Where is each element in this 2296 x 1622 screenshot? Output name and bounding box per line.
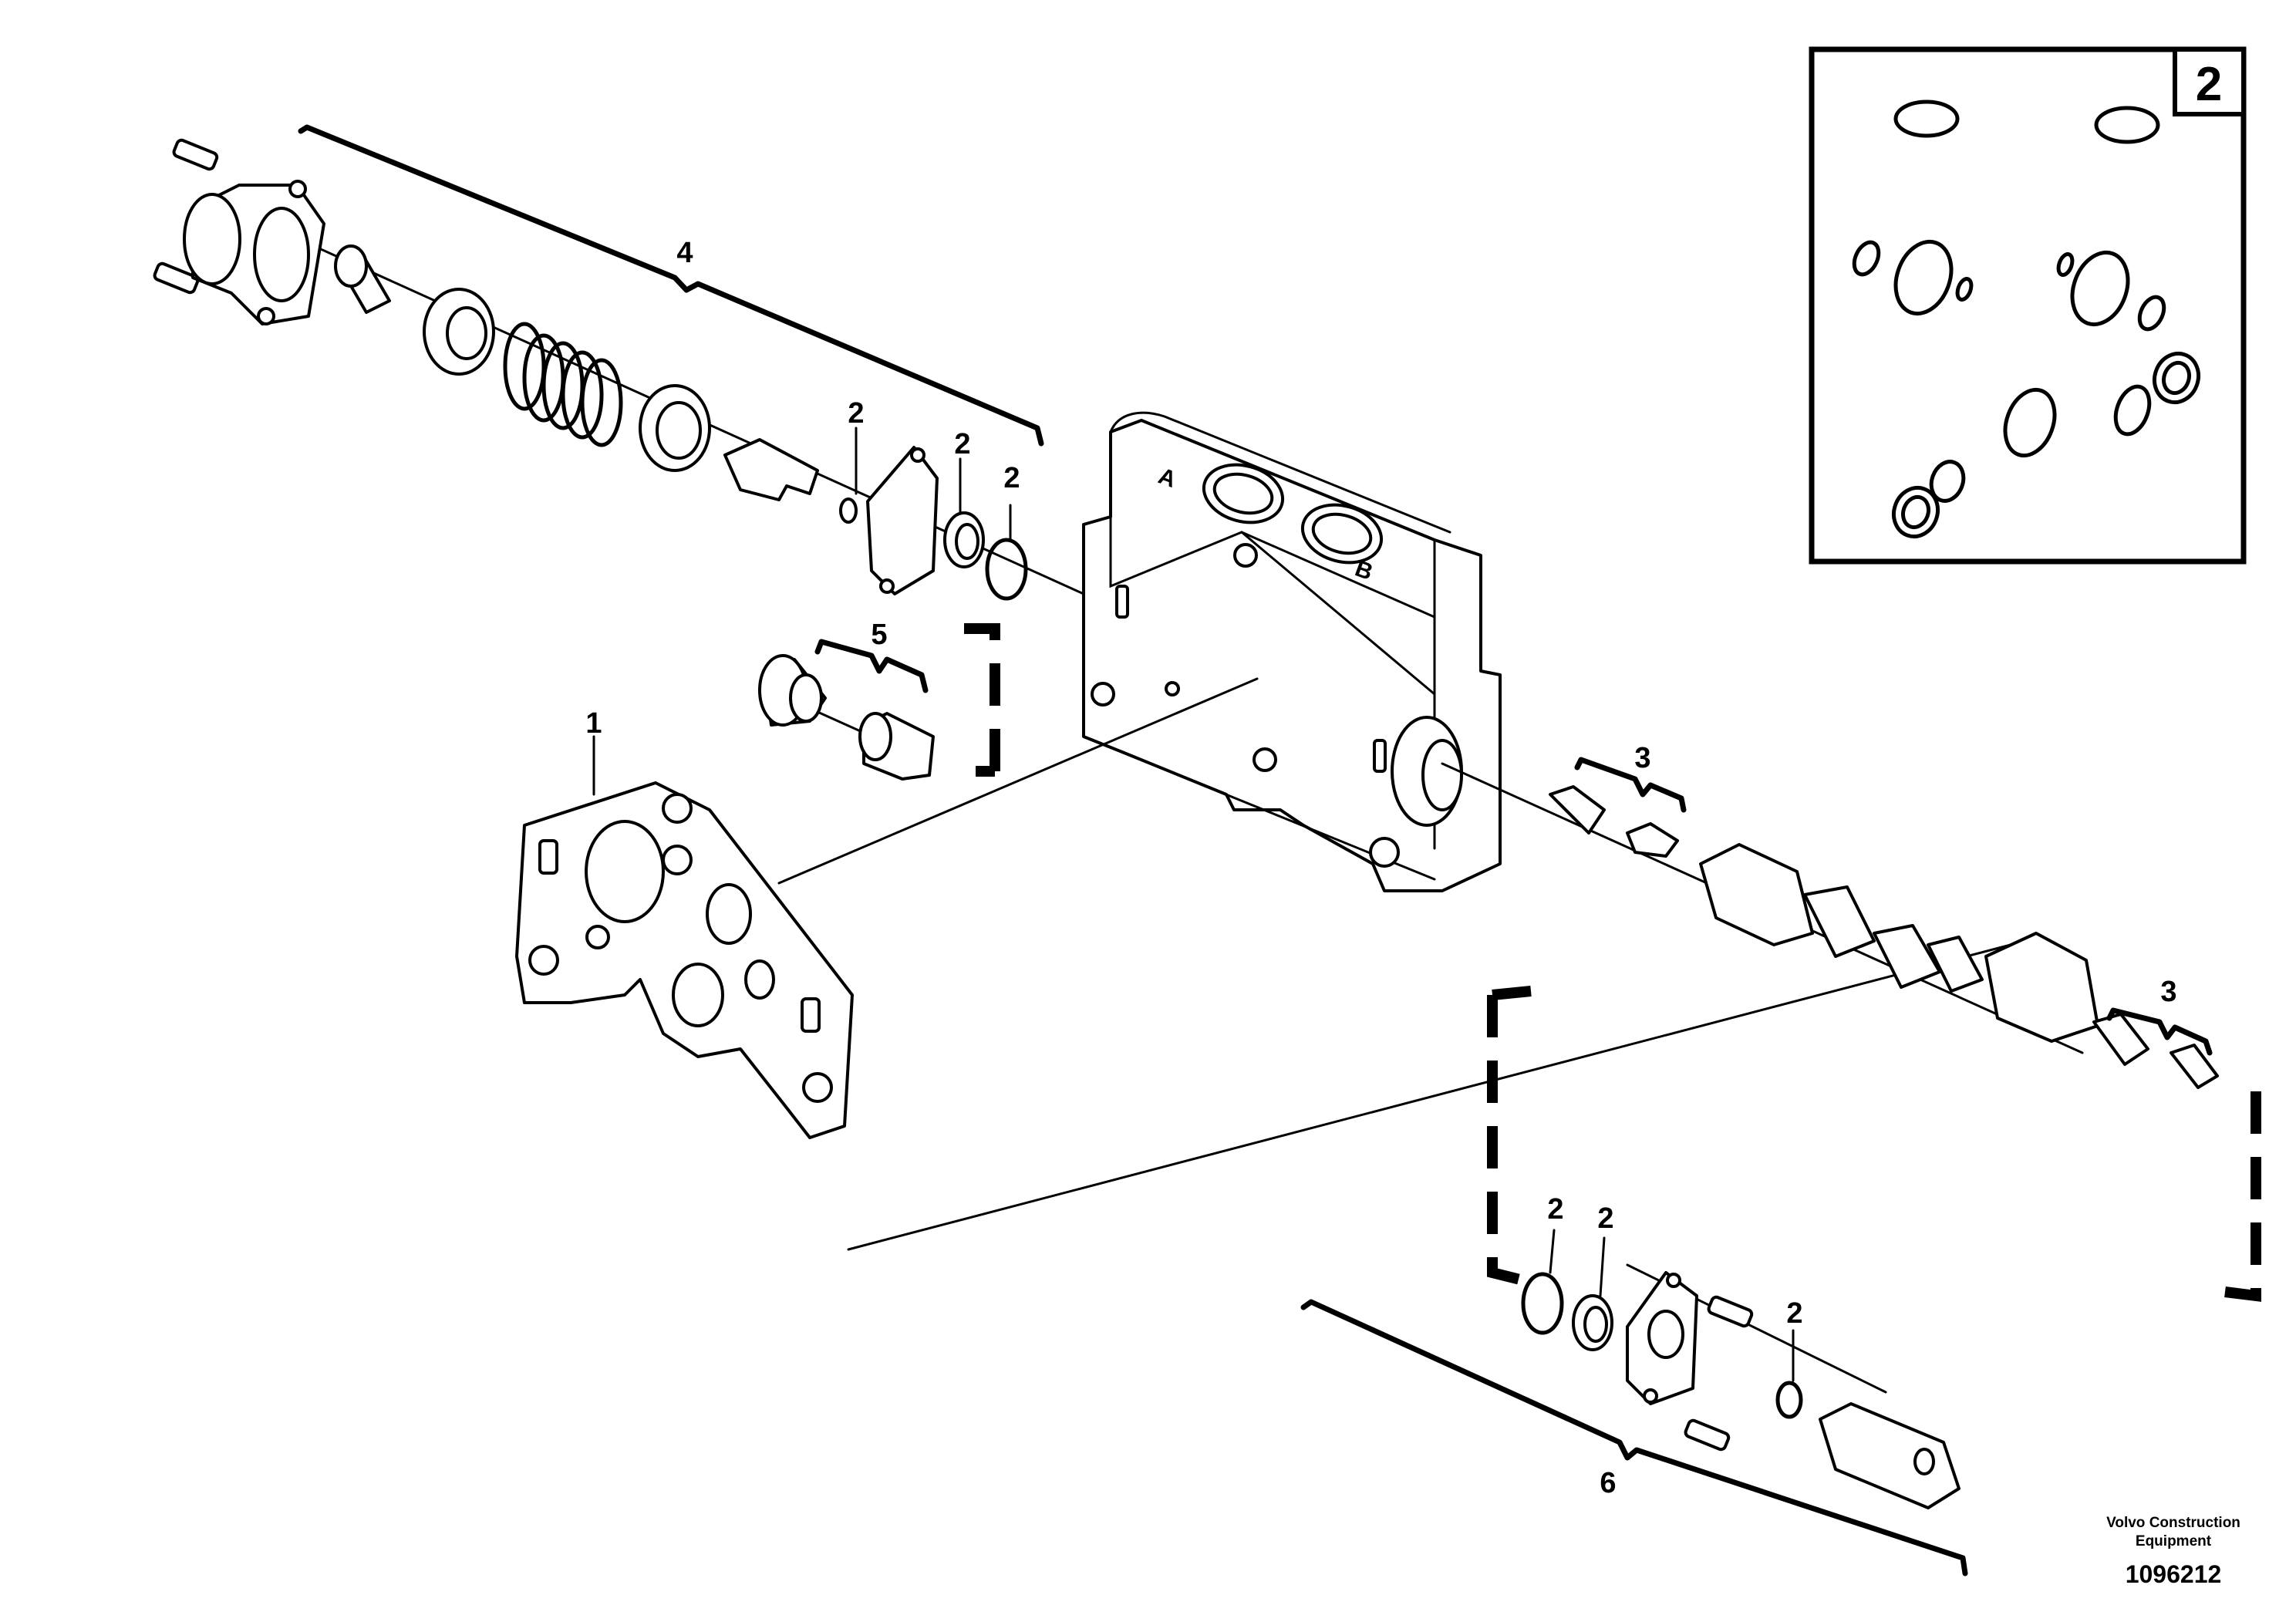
callout-2-a: 2 [848,397,864,430]
callout-3-a: 3 [1634,742,1650,774]
callout-6: 6 [1600,1467,1616,1499]
callout-2-d: 2 [1547,1193,1563,1226]
group-brackets [298,124,2213,1576]
document-id: 1096212 [2126,1560,2222,1588]
callout-2-f: 2 [1786,1297,1802,1330]
inset-number: 2 [2196,58,2222,111]
bracket-4 [298,124,1044,447]
callout-2-e: 2 [1597,1202,1613,1235]
callout-2-c: 2 [1003,462,1020,494]
spool-cap-assembly [153,138,1028,601]
callouts: 1 2 2 2 2 2 2 3 3 4 5 6 [585,237,2176,1499]
bracket-5 [814,639,929,693]
check-valve-assembly [758,654,935,781]
callout-4: 4 [676,237,693,269]
inset-seals [1852,99,2200,539]
phantom-lines [964,623,2261,1302]
main-spool-assembly [1549,785,2219,1089]
brand-line-2: Equipment [2136,1533,2212,1549]
callout-3-b: 3 [2160,976,2176,1008]
bracket-3b [2106,1007,2213,1056]
seal-kit-inset: 2 [1809,46,2247,565]
main-spring [503,322,623,447]
footer: Volvo Construction Equipment 1096212 [2106,1515,2240,1588]
callout-1: 1 [585,707,602,740]
bracket-3a [1574,757,1687,813]
bracket-6 [1300,1299,1968,1576]
callout-5: 5 [871,619,887,651]
callout-2-b: 2 [954,428,970,460]
valve-section-body: A B [1082,411,1502,892]
lower-cap-assembly [1521,1271,1961,1509]
gasket-plate [515,781,854,1139]
brand-line-1: Volvo Construction [2106,1515,2240,1531]
inset-number-box [2173,47,2246,116]
